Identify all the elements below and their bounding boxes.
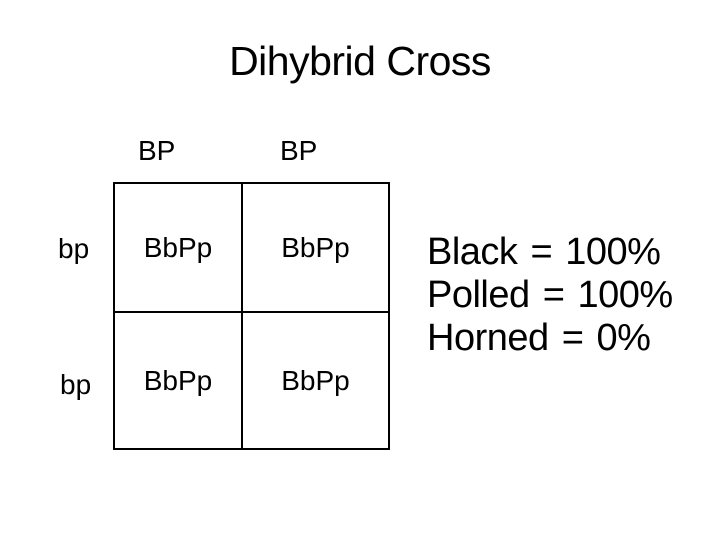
punnett-grid: BbPp BbPp BbPp BbPp [113, 182, 390, 450]
punnett-row-header-1: bp [58, 233, 90, 264]
result-line-horned: Horned = 0% [427, 317, 651, 359]
punnett-col-header-2: BP [280, 135, 318, 166]
punnett-cell: BbPp [115, 184, 243, 313]
results-text: Black = 100% Polled = 100% Horned = 0% [427, 231, 673, 360]
result-line-black: Black = 100% [427, 231, 661, 273]
punnett-row-header-2: bp [60, 369, 92, 400]
punnett-cell: BbPp [281, 364, 350, 396]
slide-title: Dihybrid Cross [229, 38, 491, 84]
punnett-col-header-1: BP [138, 135, 176, 166]
punnett-cell: BbPp [243, 184, 388, 313]
punnett-cell: BbPp [115, 313, 243, 448]
result-line-polled: Polled = 100% [427, 274, 673, 316]
